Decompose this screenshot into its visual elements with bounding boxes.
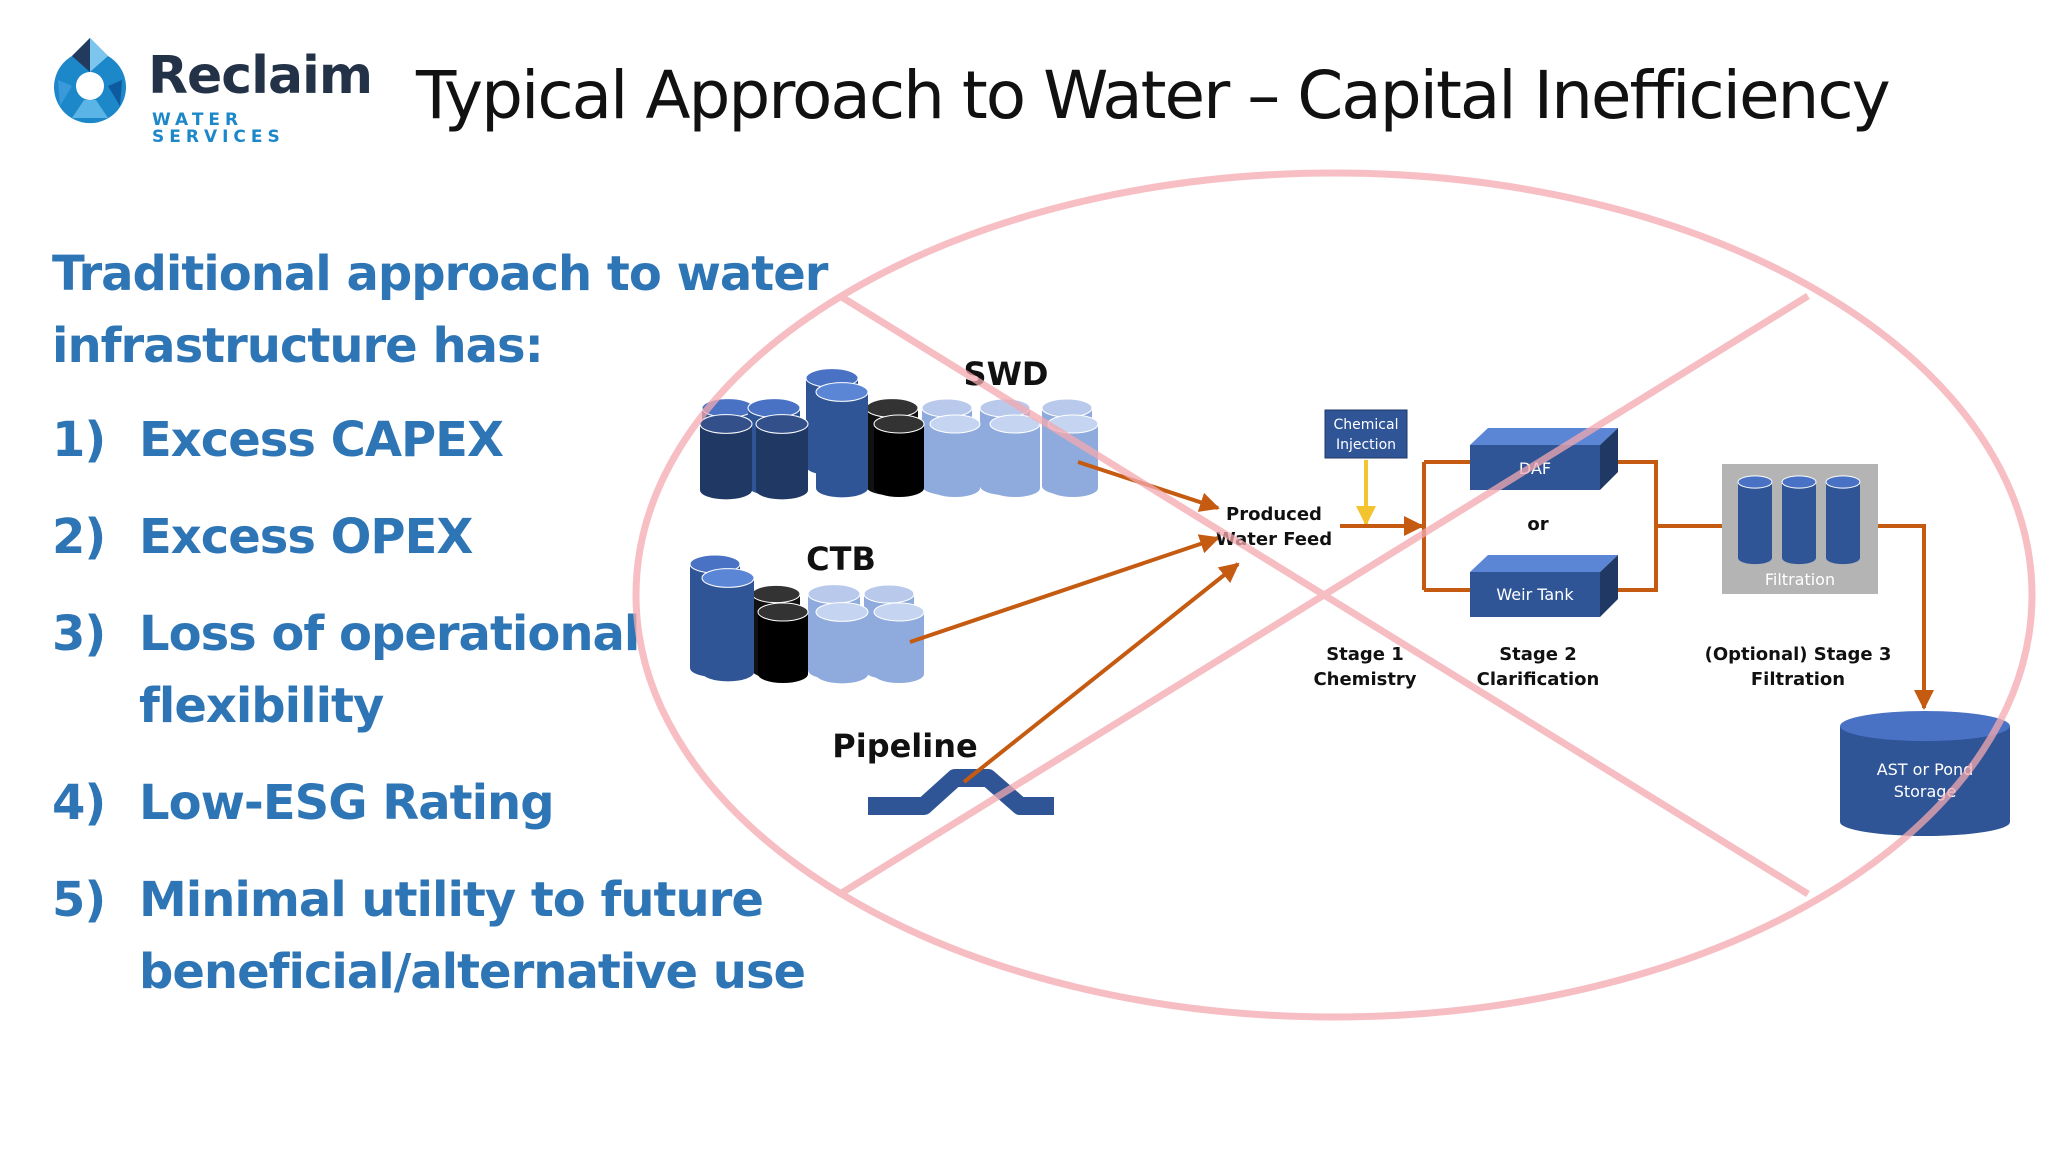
list-item: 4) Low-ESG Rating — [52, 767, 812, 839]
list-item: 5) Minimal utility to future beneficial/… — [52, 864, 812, 1008]
weir-label: Weir Tank — [1496, 585, 1574, 604]
chem-label-line-1: Chemical — [1334, 417, 1399, 433]
list-item: 2) Excess OPEX — [52, 501, 812, 573]
intro-line-2: infrastructure has: — [52, 318, 544, 374]
water-drop-logo-icon — [54, 38, 126, 124]
stage2-outlet-line — [1618, 460, 1658, 592]
storage-label-line-2: Storage — [1894, 782, 1957, 801]
swd-label: SWD — [964, 355, 1049, 393]
issues-list: 1) Excess CAPEX 2) Excess OPEX 3) Loss o… — [52, 404, 812, 1033]
stage2-label-line-2: Clarification — [1477, 669, 1600, 690]
cross-out-ellipse — [632, 169, 2036, 1021]
intro-line-1: Traditional approach to water — [52, 246, 828, 302]
list-text: Excess OPEX — [139, 509, 473, 565]
list-text: Low-ESG Rating — [139, 775, 555, 831]
logo-tagline: WATER SERVICES — [152, 110, 285, 147]
stage3-label-line-1: (Optional) Stage 3 — [1705, 644, 1892, 665]
pipeline-feed-arrow — [962, 562, 1240, 784]
cross-out-line-2 — [838, 293, 1810, 897]
reclaim-logo: Reclaim WATER SERVICES — [44, 36, 374, 146]
stage1-label-line-1: Stage 1 — [1326, 644, 1404, 665]
list-number: 3) — [52, 606, 106, 662]
stage1-label-line-2: Chemistry — [1313, 669, 1416, 690]
list-number: 5) — [52, 872, 106, 928]
list-text: Loss of operational flexibility — [139, 606, 640, 734]
feed-label-line-1: Produced — [1226, 504, 1322, 525]
list-number: 2) — [52, 509, 106, 565]
list-number: 1) — [52, 412, 106, 468]
list-item: 3) Loss of operational flexibility — [52, 598, 812, 742]
list-number: 4) — [52, 775, 106, 831]
weir-tank-unit — [1470, 555, 1618, 617]
filtration-to-storage-arrow — [1878, 524, 1934, 710]
filtration-label: Filtration — [1765, 570, 1835, 589]
pipeline-label: Pipeline — [832, 727, 977, 765]
ctb-label: CTB — [806, 540, 876, 578]
storage-label-line-1: AST or Pond — [1877, 760, 1974, 779]
logo-wordmark: Reclaim — [148, 46, 373, 106]
stage2-label-line-1: Stage 2 — [1499, 644, 1577, 665]
ctb-tank-cluster — [689, 554, 925, 684]
chem-label-line-2: Injection — [1336, 437, 1396, 453]
list-text: Excess CAPEX — [139, 412, 504, 468]
page-title: Typical Approach to Water – Capital Inef… — [416, 57, 1891, 134]
intro-text: Traditional approach to water infrastruc… — [52, 238, 832, 382]
cross-out-overlay — [632, 169, 2036, 1021]
or-label: or — [1527, 514, 1548, 535]
ctb-feed-arrow — [909, 534, 1220, 644]
list-item: 1) Excess CAPEX — [52, 404, 812, 476]
stage3-label-line-2: Filtration — [1751, 669, 1845, 690]
list-text: Minimal utility to future beneficial/alt… — [139, 872, 806, 1000]
swd-tank-cluster — [699, 368, 1099, 500]
chemical-injection-box — [1324, 409, 1408, 459]
filter-cylinders — [1737, 475, 1861, 565]
